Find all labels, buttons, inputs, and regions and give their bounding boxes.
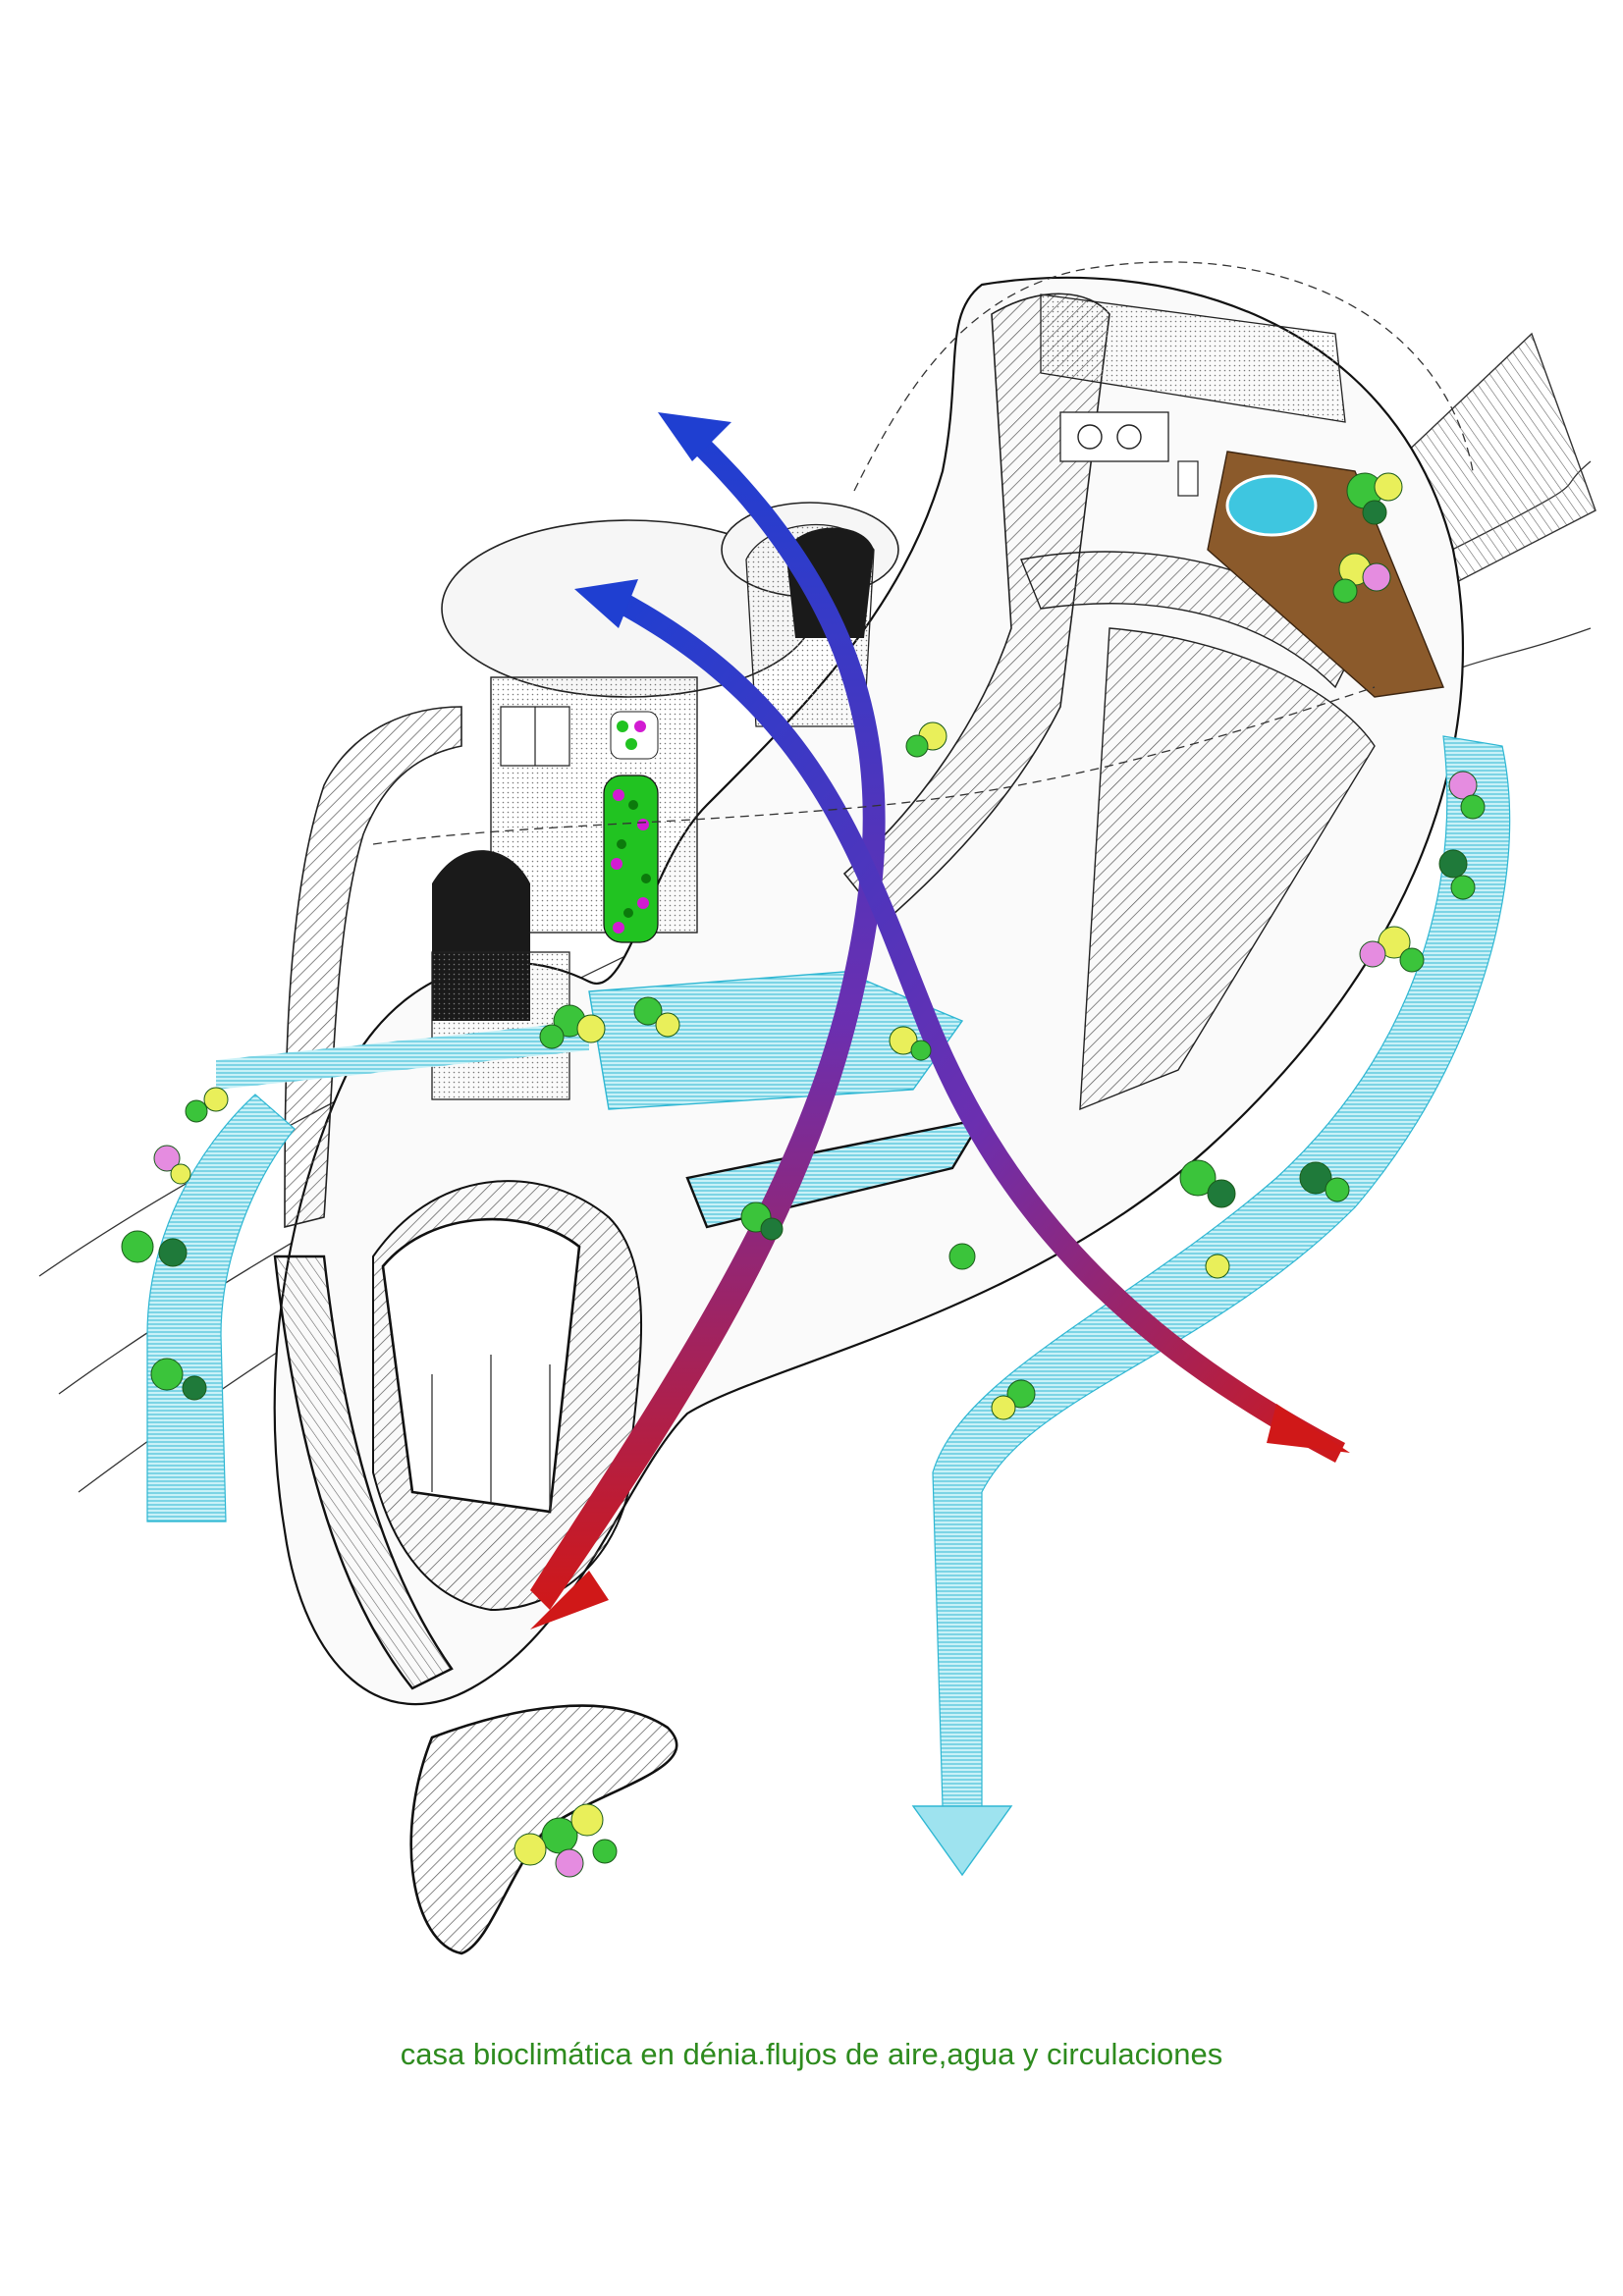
green-wall: [603, 711, 659, 943]
water-strip-west: [216, 1021, 589, 1090]
roof-room: [1040, 294, 1346, 497]
water-channel-2: [685, 1117, 985, 1229]
air-head-2-icon: [574, 579, 638, 628]
wood-deck: [1207, 451, 1444, 698]
plunge-pool: [1225, 474, 1318, 537]
inner-ramp: [1079, 627, 1376, 1111]
air-head-1-icon: [658, 412, 731, 461]
air-flow-arrows: [530, 412, 1350, 1629]
spiral-stair: [284, 706, 462, 1229]
descending-stair: [273, 1255, 454, 1690]
air-tail-2-icon: [1267, 1404, 1350, 1453]
drawing-caption: casa bioclimática en dénia.flujos de air…: [400, 2037, 1223, 2071]
plants: [121, 472, 1486, 1878]
curved-wall-east: [842, 293, 1110, 925]
water-flow-west: [146, 1094, 296, 1522]
roof-dashed-outline: [853, 261, 1474, 492]
air-tail-1-icon: [530, 1571, 609, 1629]
water-outflow-arrow-icon: [911, 1805, 1013, 1877]
window-mullions: [431, 1355, 551, 1512]
